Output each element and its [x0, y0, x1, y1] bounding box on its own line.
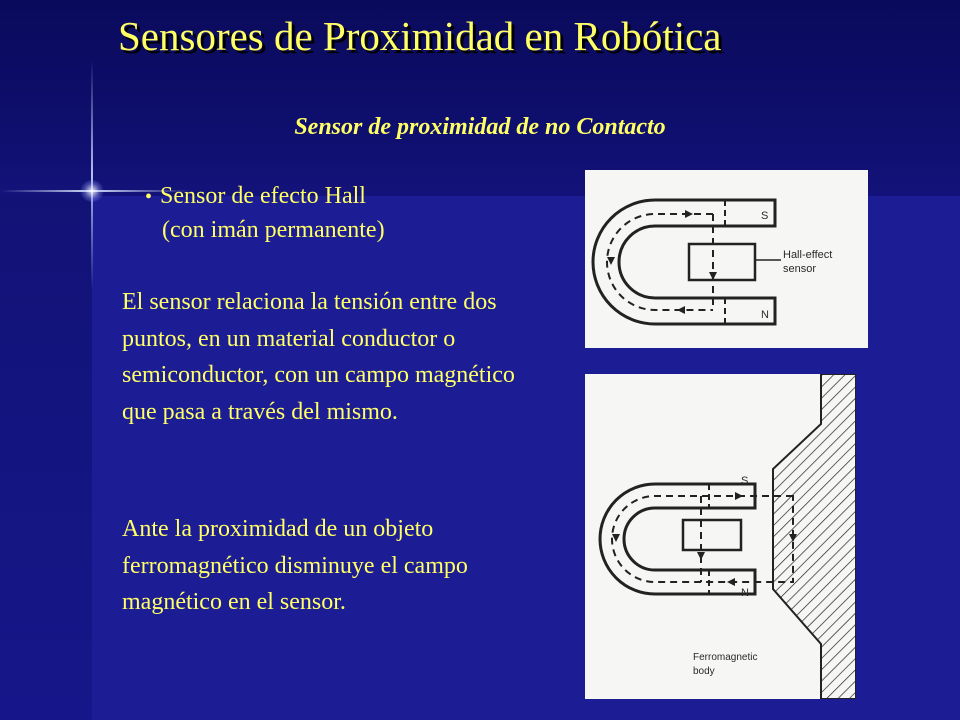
bullet-line-2: (con imán permanente) — [162, 217, 385, 243]
paragraph-proximity: Ante la proximidad de un objeto ferromag… — [122, 516, 468, 615]
magnet-outline — [598, 482, 757, 596]
paragraph-description: El sensor relaciona la tensión entre dos… — [122, 289, 515, 425]
field-line-outer — [606, 213, 713, 311]
sensor-label-1: Hall-effect — [783, 249, 832, 261]
bullet-line-1: Sensor de efecto Hall — [160, 183, 366, 209]
figure-ferromagnetic-diagram: S N Ferromagnetic body — [585, 374, 856, 699]
sensor-label-2: sensor — [783, 263, 816, 275]
bullet-marker: • — [145, 186, 153, 208]
field-line-outer — [611, 495, 794, 583]
body-label-2: body — [693, 666, 715, 677]
pole-s-label: S — [761, 210, 768, 222]
light-flare-vertical — [91, 60, 93, 290]
bullet-item: • Sensor de efecto Hall (con imán permane… — [145, 180, 545, 247]
hall-sensor-block — [681, 518, 743, 552]
pole-n-label: N — [761, 309, 769, 321]
magnet-outline — [591, 198, 777, 326]
slide-title: Sensores de Proximidad en Robótica — [118, 13, 722, 59]
light-flare-core — [80, 180, 104, 202]
figure-hall-sensor-diagram: S N Hall-effect sensor — [585, 170, 868, 348]
background-top-band — [0, 0, 960, 196]
pole-n-label: N — [741, 587, 749, 599]
ferromagnetic-body — [772, 374, 856, 699]
slide-subtitle: Sensor de proximidad de no Contacto — [294, 114, 666, 140]
body-label-1: Ferromagnetic — [693, 652, 757, 663]
pole-s-label: S — [741, 475, 748, 487]
hall-sensor-block — [687, 242, 757, 282]
